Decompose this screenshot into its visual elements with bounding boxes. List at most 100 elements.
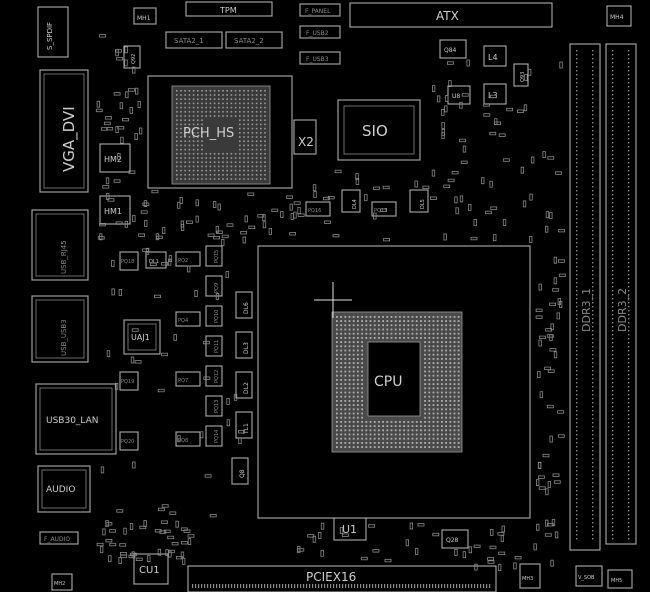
cpu-land bbox=[357, 324, 359, 327]
ddr-pin bbox=[628, 230, 630, 232]
ddr-pin bbox=[592, 346, 594, 348]
cpu-land bbox=[453, 412, 456, 415]
ddr-pin bbox=[628, 522, 630, 524]
pciex16-slot: PCIEX16 bbox=[187, 565, 497, 592]
ddr-pin bbox=[576, 362, 578, 364]
ddr-pin bbox=[628, 290, 630, 292]
pch-ball bbox=[201, 132, 203, 134]
passive-part bbox=[312, 184, 317, 192]
cpu-land bbox=[336, 437, 338, 440]
pch-ball bbox=[188, 98, 191, 100]
passive-part bbox=[364, 194, 368, 202]
pch-ball bbox=[180, 111, 182, 113]
pch-ball bbox=[201, 106, 203, 109]
pch-ball bbox=[251, 111, 254, 113]
cpu-land bbox=[386, 433, 389, 436]
ddr-pin bbox=[612, 518, 614, 520]
pch-ball bbox=[201, 148, 203, 151]
cpu-land bbox=[352, 320, 355, 322]
ddr-pin bbox=[576, 146, 578, 148]
pcie-pin bbox=[486, 584, 488, 588]
pcie-pin bbox=[297, 584, 299, 588]
ddr-pin bbox=[612, 178, 614, 180]
cpu-land bbox=[352, 437, 355, 440]
cpu-land bbox=[424, 437, 426, 440]
ddr-pin bbox=[612, 382, 614, 384]
cpu-land bbox=[436, 316, 439, 318]
cpu-land bbox=[382, 433, 384, 436]
cpu-land bbox=[336, 429, 338, 432]
cpu-land bbox=[399, 433, 401, 436]
ddr-pin bbox=[628, 514, 630, 516]
pch-ball bbox=[188, 106, 191, 109]
ddr-pin bbox=[592, 102, 594, 104]
cpu-land bbox=[424, 429, 426, 432]
pch-ball bbox=[260, 90, 262, 92]
cpu-land bbox=[432, 408, 435, 411]
cpu-land bbox=[394, 320, 397, 322]
cpu-land bbox=[411, 332, 414, 335]
pch-ball bbox=[243, 98, 245, 100]
passive-part bbox=[116, 57, 123, 61]
cpu-land bbox=[445, 353, 447, 356]
cpu-land bbox=[453, 387, 456, 390]
q28-part: Q28 bbox=[441, 529, 469, 549]
ddr-pin bbox=[576, 442, 578, 444]
cpu-land bbox=[432, 404, 435, 406]
pch-ball bbox=[264, 153, 266, 155]
pch-ball bbox=[264, 119, 266, 121]
ddr-pin bbox=[628, 278, 630, 280]
cpu-land bbox=[378, 332, 380, 335]
pch-ball bbox=[260, 157, 262, 159]
passive-part bbox=[139, 525, 147, 530]
cpu-land bbox=[369, 328, 372, 331]
cpu-land bbox=[357, 366, 359, 369]
pcie-pin bbox=[408, 584, 410, 588]
ddr-pin bbox=[592, 302, 594, 304]
pch-ball bbox=[176, 102, 178, 105]
cpu-land bbox=[357, 353, 359, 356]
cpu-land bbox=[453, 328, 456, 331]
passive-part bbox=[100, 127, 108, 131]
ddr-pin bbox=[592, 458, 594, 460]
cpu-land bbox=[445, 332, 447, 335]
ddr-pin bbox=[576, 298, 578, 300]
ddr-pin bbox=[612, 354, 614, 356]
ddr-pin bbox=[576, 330, 578, 332]
pch-ball bbox=[180, 165, 182, 168]
ddr-pin bbox=[576, 106, 578, 108]
pch-ball bbox=[180, 153, 182, 155]
passive-part bbox=[120, 554, 128, 559]
pch-ball bbox=[218, 106, 220, 109]
pch-ball bbox=[264, 144, 266, 147]
cpu-land bbox=[340, 316, 342, 318]
pch-ball bbox=[251, 161, 254, 163]
pch-ball bbox=[192, 90, 195, 92]
passive-part bbox=[529, 193, 533, 201]
pch-ball bbox=[247, 144, 249, 147]
ddr-pin bbox=[628, 494, 630, 496]
pch-ball bbox=[222, 178, 224, 180]
passive-part bbox=[138, 127, 143, 135]
pch-ball bbox=[260, 127, 262, 130]
cpu-land bbox=[457, 358, 460, 360]
passive-part bbox=[473, 544, 481, 548]
pch-ball bbox=[239, 165, 241, 168]
passive-part bbox=[137, 101, 141, 108]
ddr-pin bbox=[612, 498, 614, 500]
passive-part bbox=[493, 234, 497, 242]
ddr-pin bbox=[592, 410, 594, 412]
cpu-land bbox=[336, 341, 338, 343]
cpu-land bbox=[441, 337, 443, 339]
cpu-land bbox=[340, 353, 342, 356]
pch-ball bbox=[201, 90, 203, 92]
ddr-pin bbox=[612, 234, 614, 236]
cpu-land bbox=[352, 332, 355, 335]
passive-part bbox=[483, 103, 491, 107]
pch-ball bbox=[264, 98, 266, 100]
cpu-land bbox=[361, 358, 363, 360]
passive-part bbox=[105, 177, 110, 185]
ddr-pin bbox=[612, 334, 614, 336]
cpu-land bbox=[352, 358, 355, 360]
cpu-land bbox=[449, 316, 452, 318]
